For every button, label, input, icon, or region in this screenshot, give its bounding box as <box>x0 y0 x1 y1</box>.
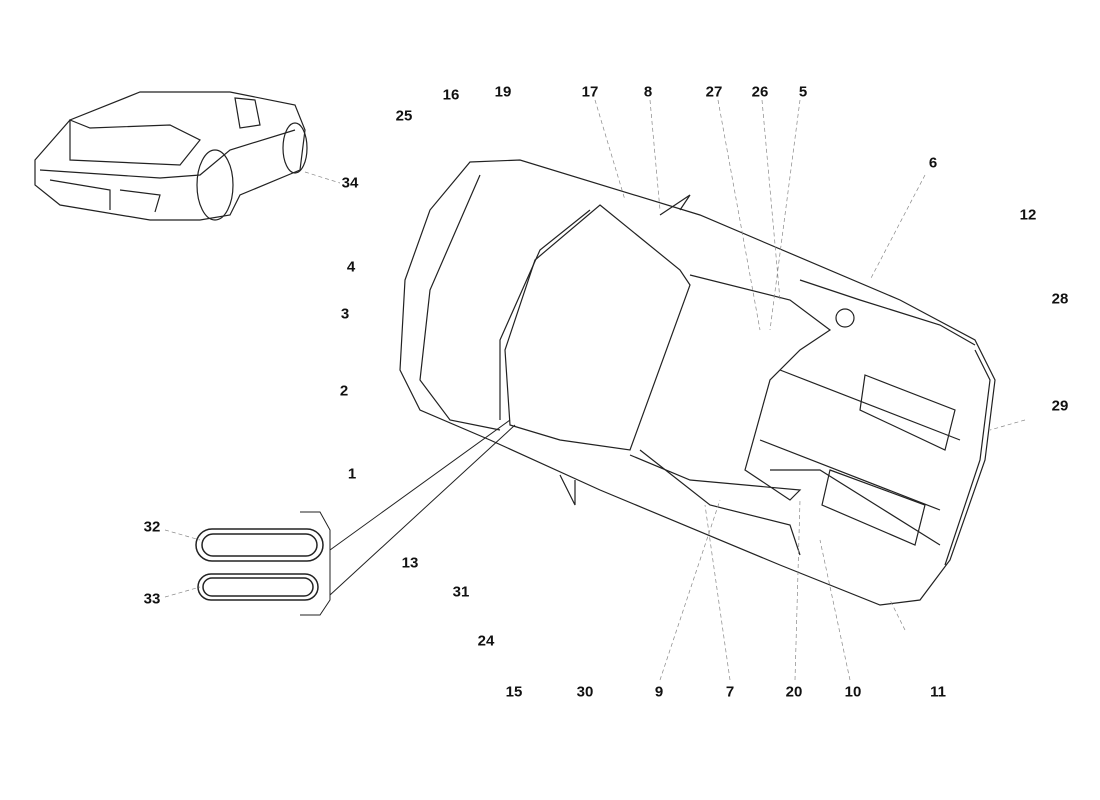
callout-30: 30 <box>576 683 594 701</box>
leader-lines <box>164 99 1026 681</box>
callout-6: 6 <box>928 154 938 172</box>
callout-16: 16 <box>442 86 460 104</box>
callout-8: 8 <box>643 83 653 101</box>
car-top-view <box>399 159 996 606</box>
callout-12: 12 <box>1019 206 1037 224</box>
callout-19: 19 <box>494 83 512 101</box>
callout-26: 26 <box>751 83 769 101</box>
callout-33: 33 <box>143 590 161 608</box>
callout-10: 10 <box>844 683 862 701</box>
callout-3: 3 <box>340 305 350 323</box>
callout-1: 1 <box>347 465 357 483</box>
callout-7: 7 <box>725 683 735 701</box>
callout-11: 11 <box>930 683 946 701</box>
callout-29: 29 <box>1051 397 1069 415</box>
callout-28: 28 <box>1051 290 1069 308</box>
callout-31: 31 <box>452 583 470 601</box>
spyder-thumbnail <box>34 91 308 221</box>
callout-32: 32 <box>143 518 161 536</box>
callout-24: 24 <box>477 632 495 650</box>
callout-9: 9 <box>654 683 664 701</box>
callout-13: 13 <box>401 554 419 572</box>
callout-27: 27 <box>705 83 723 101</box>
callout-15: 15 <box>505 683 523 701</box>
callout-2: 2 <box>339 382 349 400</box>
callout-5: 5 <box>798 83 808 101</box>
callout-25: 25 <box>395 107 413 125</box>
badges-detail <box>195 419 516 616</box>
top-crop-edge <box>0 0 1100 86</box>
callout-17: 17 <box>581 83 599 101</box>
callout-20: 20 <box>785 683 803 701</box>
callout-34: 34 <box>341 174 359 192</box>
callout-4: 4 <box>346 258 356 276</box>
